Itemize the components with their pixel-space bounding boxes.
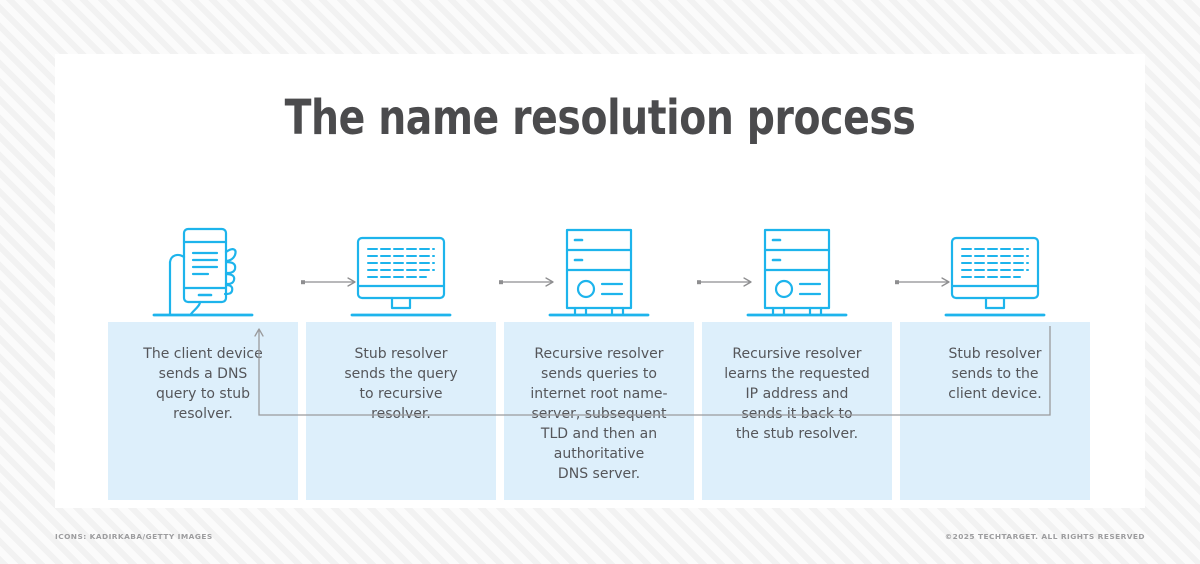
step-3-caption: Recursive resolver sends queries to inte… (530, 345, 668, 482)
arrow-step-1-to-2-icon (298, 275, 360, 289)
process-steps: The client device sends a DNS query to s… (108, 170, 1091, 510)
desktop-monitor-icon (306, 170, 496, 322)
infographic-card: The name resolution process (55, 54, 1145, 508)
hand-holding-smartphone-icon (108, 170, 298, 322)
process-step-4: Recursive resolver learns the requested … (702, 170, 892, 510)
process-step-1: The client device sends a DNS query to s… (108, 170, 298, 510)
step-2-caption-box: Stub resolver sends the query to recursi… (306, 322, 496, 500)
step-3-caption-box: Recursive resolver sends queries to inte… (504, 322, 694, 500)
process-step-5: Stub resolver sends to the client device… (900, 170, 1090, 510)
desktop-monitor-icon (900, 170, 1090, 322)
arrow-step-3-to-4-icon (694, 275, 756, 289)
step-4-caption-box: Recursive resolver learns the requested … (702, 322, 892, 500)
server-tower-icon (702, 170, 892, 322)
process-step-2: Stub resolver sends the query to recursi… (306, 170, 496, 510)
copyright-notice: ©2025 TECHTARGET. ALL RIGHTS RESERVED (944, 532, 1145, 541)
page-title: The name resolution process (284, 90, 916, 146)
step-1-caption: The client device sends a DNS query to s… (143, 345, 263, 422)
server-tower-icon (504, 170, 694, 322)
process-step-3: Recursive resolver sends queries to inte… (504, 170, 694, 510)
arrow-step-2-to-3-icon (496, 275, 558, 289)
step-1-caption-box: The client device sends a DNS query to s… (108, 322, 298, 500)
icons-credit: ICONS: KADIRKABA/GETTY IMAGES (55, 532, 213, 541)
step-5-caption: Stub resolver sends to the client device… (948, 345, 1042, 402)
step-5-caption-box: Stub resolver sends to the client device… (900, 322, 1090, 500)
step-2-caption: Stub resolver sends the query to recursi… (344, 345, 458, 422)
arrow-step-4-to-5-icon (892, 275, 954, 289)
step-4-caption: Recursive resolver learns the requested … (724, 345, 870, 442)
